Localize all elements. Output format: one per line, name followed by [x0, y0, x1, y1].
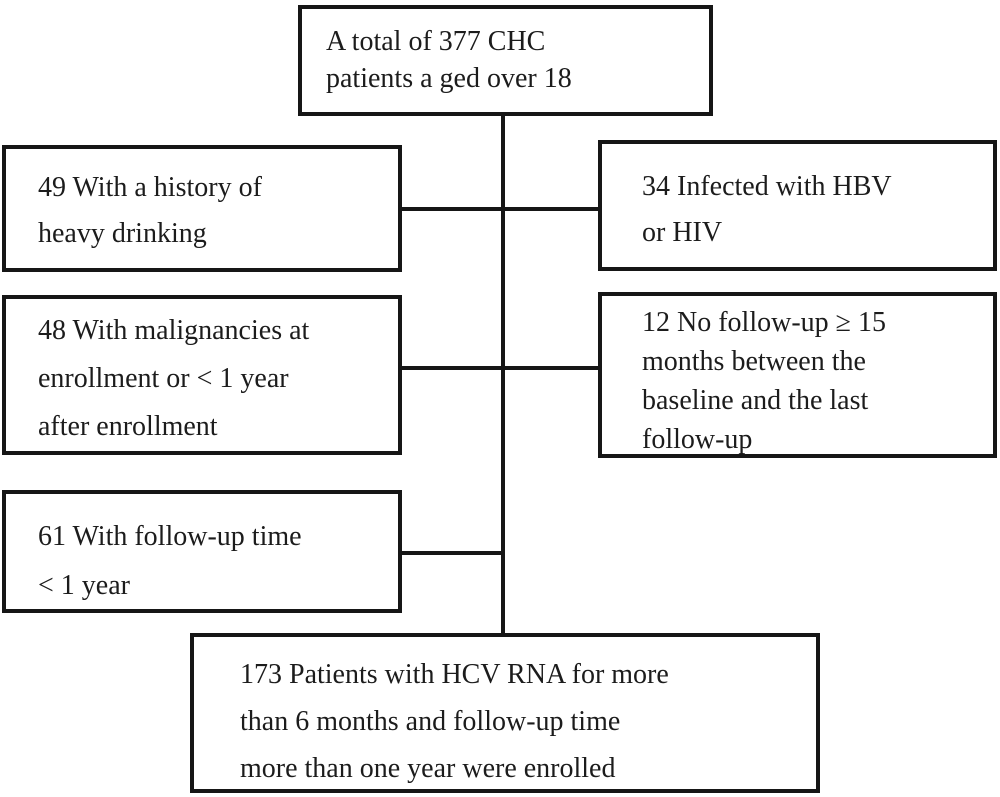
connector-exclusion-row-1 — [402, 207, 598, 211]
flow-box-enrolled-patients: 173 Patients with HCV RNA for more than … — [190, 633, 820, 793]
flow-box-excluded-short-followup: 61 With follow-up time < 1 year — [2, 490, 402, 613]
flow-box-excluded-heavy-drinking: 49 With a history of heavy drinking — [2, 145, 402, 272]
flow-box-excluded-no-followup: 12 No follow-up ≥ 15 months between the … — [598, 292, 997, 458]
flow-box-excluded-malignancies: 48 With malignancies at enrollment or < … — [2, 295, 402, 455]
connector-exclusion-row-3 — [402, 551, 505, 555]
connector-vertical-trunk — [501, 116, 505, 637]
flow-box-total-patients: A total of 377 CHC patients a ged over 1… — [298, 5, 713, 116]
flow-box-excluded-hbv-hiv: 34 Infected with HBV or HIV — [598, 140, 997, 271]
connector-exclusion-row-2 — [402, 366, 598, 370]
